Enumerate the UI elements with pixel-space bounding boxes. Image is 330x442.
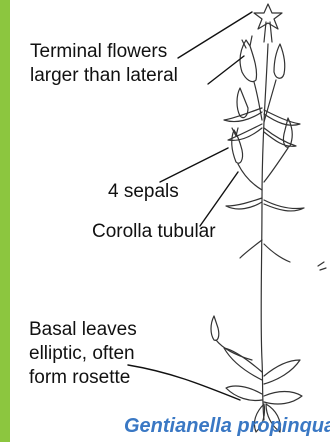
leader-sepals: [160, 148, 228, 182]
stem-leaf: [264, 244, 290, 262]
leader-basal: [128, 365, 240, 400]
lateral-flower: [240, 40, 257, 82]
basal-leaf: [264, 360, 300, 384]
main-stem: [261, 44, 268, 420]
stem-leaf: [224, 108, 262, 122]
stem-leaf: [264, 200, 304, 211]
stem-leaf: [226, 198, 262, 209]
lateral-flower: [232, 130, 243, 163]
label-terminal-line-2: larger than lateral: [30, 64, 178, 88]
label-basal-line-3: form rosette: [29, 366, 137, 390]
label-basal-line-1: Basal leaves: [29, 318, 137, 342]
label-basal-line-2: elliptic, often: [29, 342, 137, 366]
stem-leaf: [240, 240, 262, 258]
label-terminal-flowers: Terminal flowers larger than lateral: [30, 40, 178, 88]
lateral-flower: [211, 316, 219, 340]
leader-terminal-lateral: [208, 56, 244, 84]
label-sepals: 4 sepals: [108, 180, 179, 204]
species-caption: Gentianella propinqua: [124, 415, 330, 438]
basal-leaf: [224, 348, 262, 380]
stem-leaf: [264, 110, 300, 125]
terminal-flower: [254, 4, 282, 29]
label-corolla: Corolla tubular: [92, 220, 216, 244]
label-terminal-line-1: Terminal flowers: [30, 40, 178, 64]
label-basal-leaves: Basal leaves elliptic, often form rosett…: [29, 318, 137, 390]
leader-corolla: [200, 172, 238, 226]
basal-leaf: [264, 392, 302, 405]
lateral-flower: [274, 44, 285, 78]
basal-leaf: [226, 386, 262, 401]
